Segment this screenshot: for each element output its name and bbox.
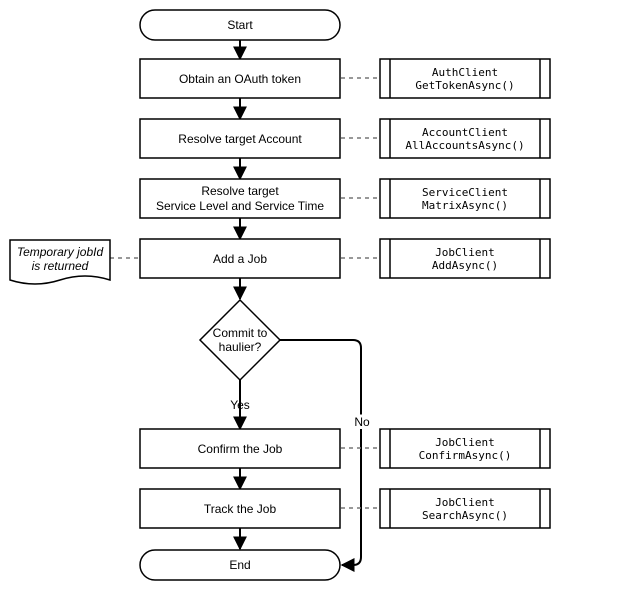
- step-resolve-service-label-line2: Service Level and Service Time: [156, 199, 324, 213]
- api-auth-client-method: GetTokenAsync(): [415, 79, 514, 92]
- step-track-job: [139, 488, 341, 529]
- api-job-client-add-method: AddAsync(): [432, 259, 498, 272]
- api-job-client-confirm-name: JobClient: [435, 436, 495, 449]
- yes-label: Yes: [230, 398, 250, 412]
- step-obtain-oauth-token: [139, 58, 341, 99]
- step-resolve-account-label: Resolve target Account: [178, 132, 302, 146]
- step-obtain-oauth-token-label: Obtain an OAuth token: [179, 72, 301, 86]
- api-job-client-search: JobClient SearchAsync(): [379, 488, 551, 529]
- api-job-client-search-method: SearchAsync(): [422, 509, 508, 522]
- note-line2: is returned: [32, 259, 89, 273]
- api-account-client-method: AllAccountsAsync(): [405, 139, 524, 152]
- step-confirm-job-label: Confirm the Job: [198, 442, 283, 456]
- start-label: Start: [227, 18, 253, 32]
- api-auth-client-name: AuthClient: [432, 66, 498, 79]
- api-service-client-method: MatrixAsync(): [422, 199, 508, 212]
- api-job-client-search-name: JobClient: [435, 496, 495, 509]
- api-service-client-name: ServiceClient: [422, 186, 508, 199]
- step-resolve-service-label-line1: Resolve target: [201, 184, 279, 198]
- step-add-job-label: Add a Job: [213, 252, 267, 266]
- step-track-job-label: Track the Job: [204, 502, 277, 516]
- note-temporary-jobid: [9, 239, 111, 285]
- api-job-client-confirm-method: ConfirmAsync(): [419, 449, 512, 462]
- api-job-client-add-name: JobClient: [435, 246, 495, 259]
- decision-label-line1: Commit to: [213, 326, 268, 340]
- step-resolve-account: [139, 118, 341, 159]
- step-add-job: [139, 238, 341, 279]
- api-service-client: ServiceClient MatrixAsync(): [379, 178, 551, 219]
- no-label: No: [354, 415, 370, 429]
- api-job-client-add: JobClient AddAsync(): [379, 238, 551, 279]
- step-confirm-job: [139, 428, 341, 469]
- note-line1: Temporary jobId: [17, 245, 104, 259]
- end-terminal: [139, 549, 341, 581]
- api-job-client-confirm: JobClient ConfirmAsync(): [379, 428, 551, 469]
- decision-label-line2: haulier?: [219, 340, 262, 354]
- step-resolve-service: [139, 178, 341, 219]
- connector-decision-no-end: [280, 339, 362, 572]
- decision-commit-to-haulier: [198, 298, 282, 382]
- api-account-client: AccountClient AllAccountsAsync(): [379, 118, 551, 159]
- end-label: End: [229, 558, 250, 572]
- start-terminal: [139, 9, 341, 41]
- api-account-client-name: AccountClient: [422, 126, 508, 139]
- api-auth-client: AuthClient GetTokenAsync(): [379, 58, 551, 99]
